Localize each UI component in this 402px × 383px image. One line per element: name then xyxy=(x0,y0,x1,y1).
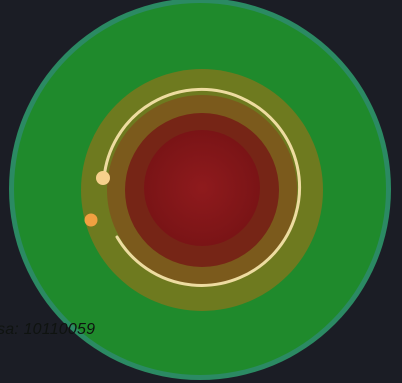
orbit-track xyxy=(102,87,301,287)
seed-label: sa: 10110059 xyxy=(0,321,96,338)
target-dot-icon[interactable] xyxy=(84,213,98,227)
player-dot-icon[interactable] xyxy=(96,171,110,185)
red-core xyxy=(144,130,260,246)
